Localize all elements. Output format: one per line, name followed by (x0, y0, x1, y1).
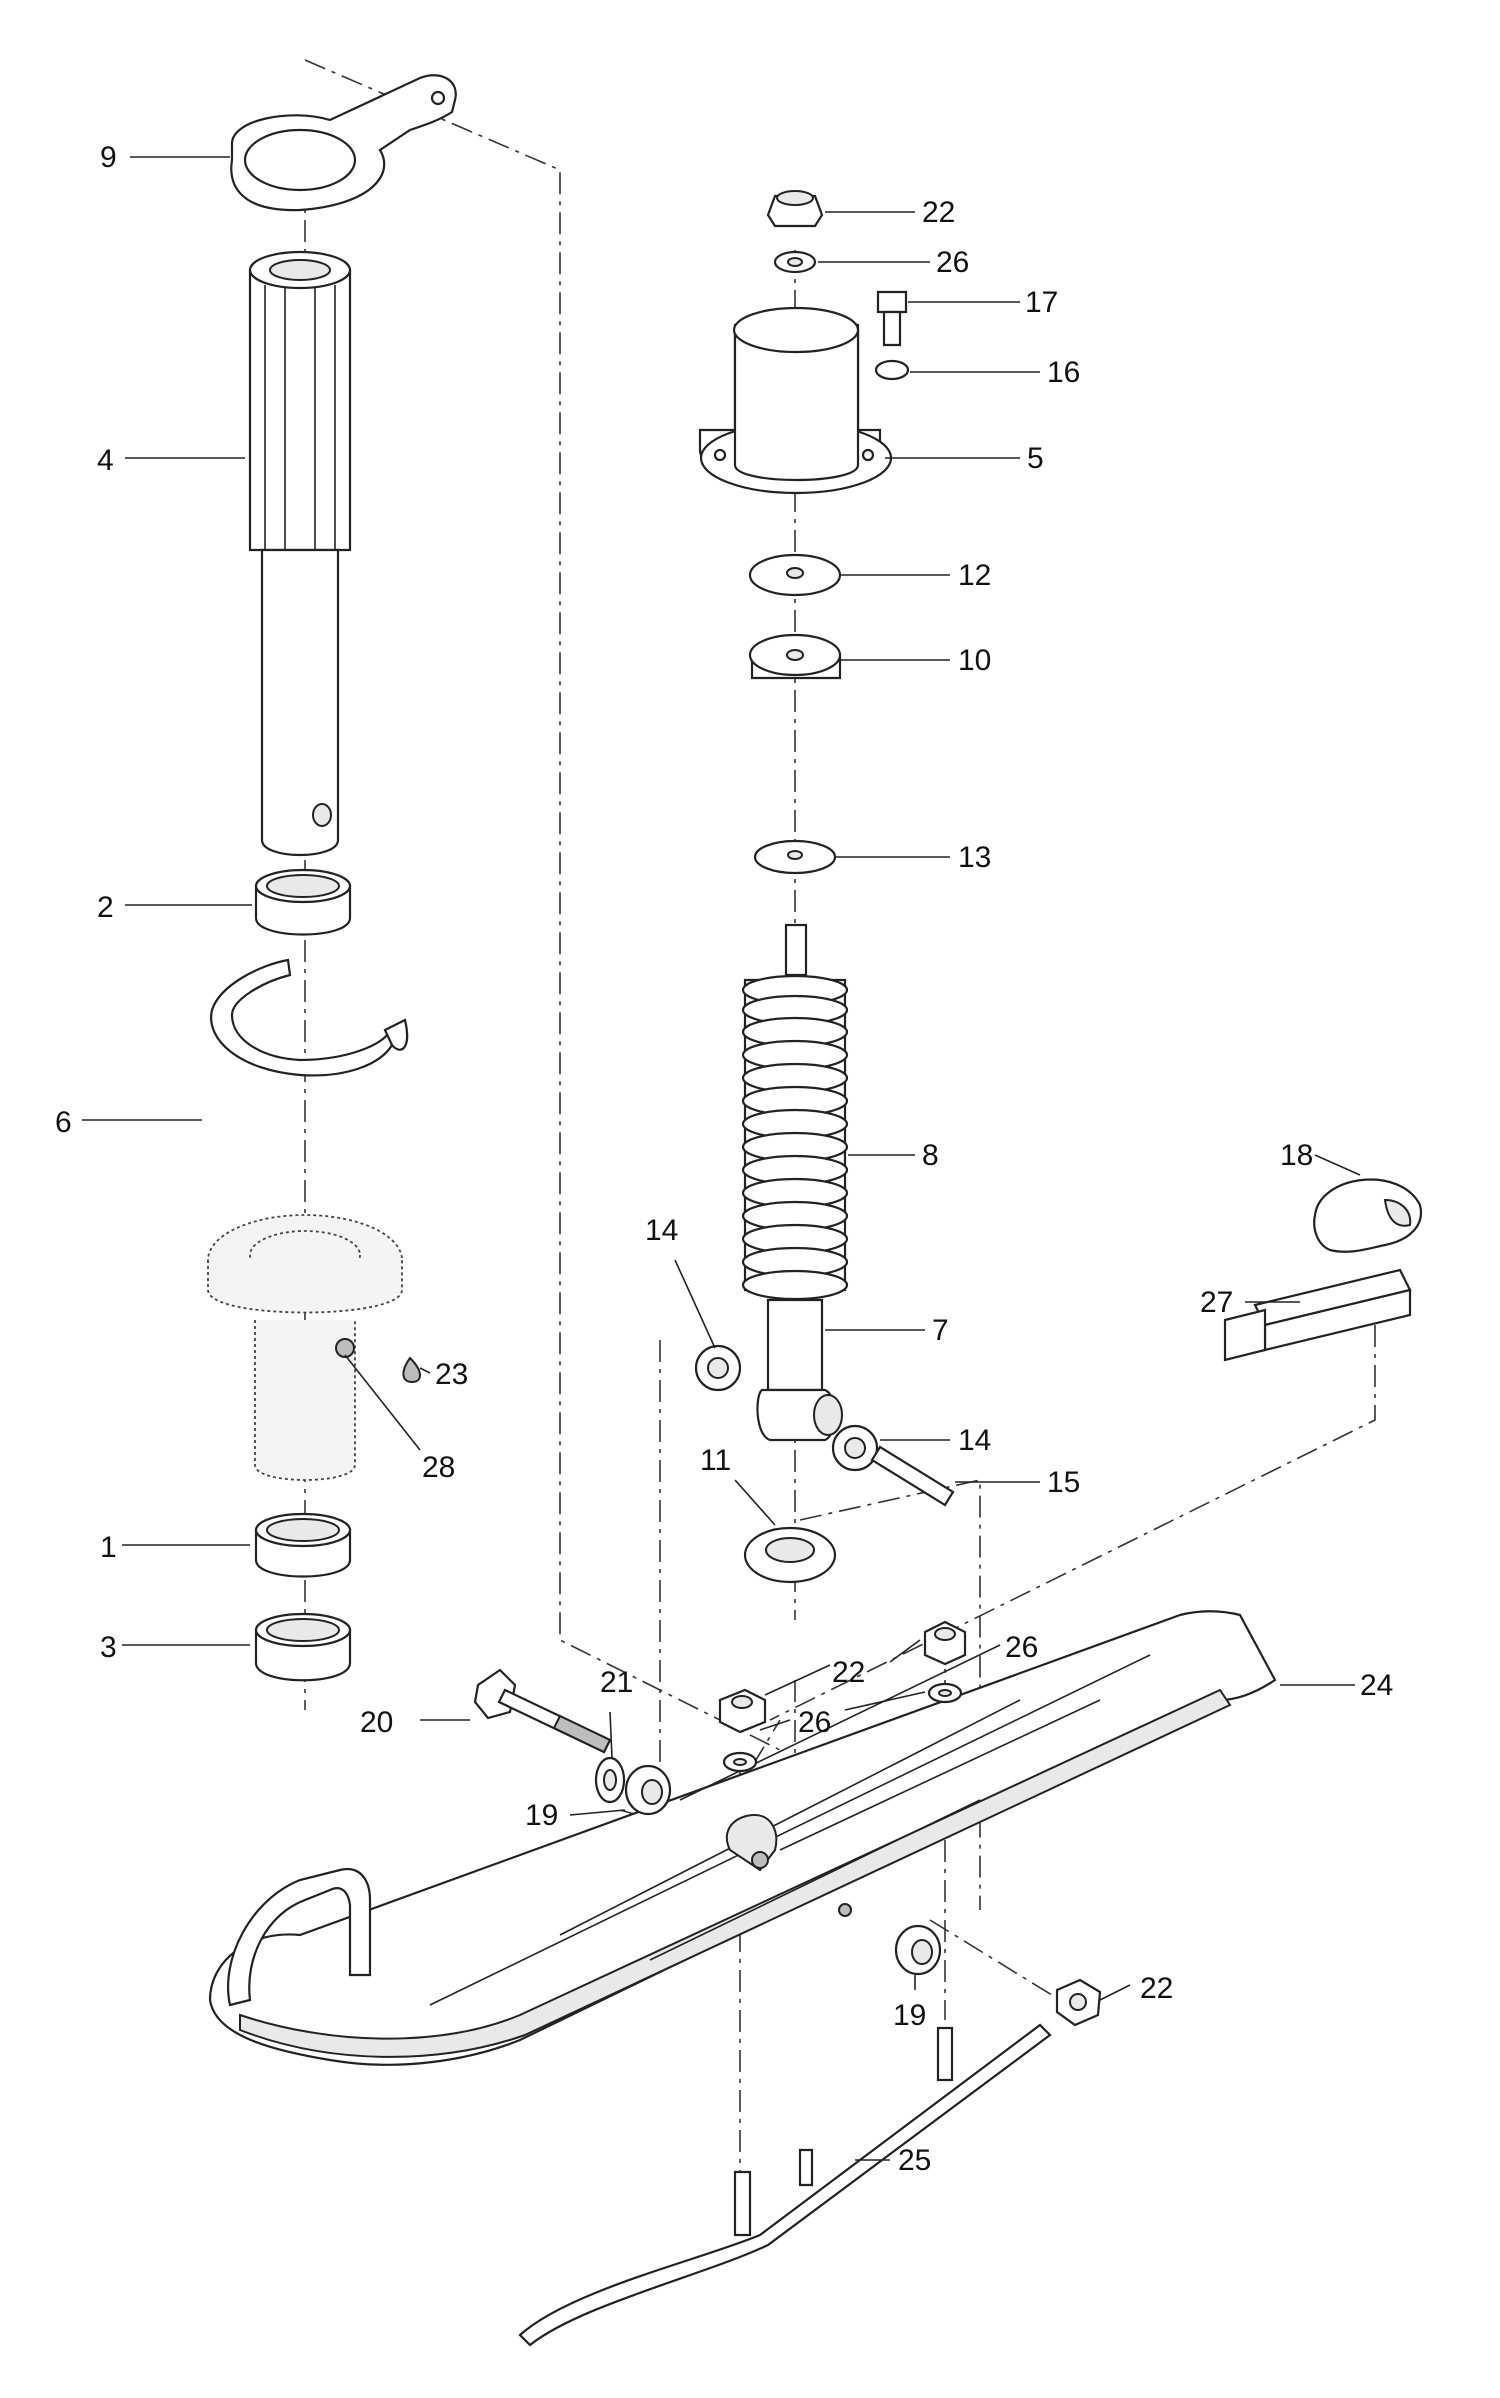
callout-21: 21 (600, 1666, 633, 1699)
part-8-coil-spring-shock (741, 923, 849, 1301)
part-16-lock-washer (874, 359, 910, 381)
callout-26-left: 26 (798, 1706, 831, 1739)
callout-7: 7 (932, 1314, 949, 1347)
callout-28: 28 (422, 1451, 455, 1484)
part-25-wear-runner (518, 2023, 1052, 2347)
part-20-bolt (473, 1668, 612, 1754)
part-11-ring (743, 1526, 837, 1584)
part-22-top-nut (766, 190, 824, 228)
callout-leaders (82, 156, 1361, 2161)
callout-17: 17 (1025, 286, 1058, 319)
callout-8: 8 (922, 1139, 939, 1172)
part-2-bushing (254, 868, 352, 936)
part-26-right-washer (927, 1682, 963, 1704)
callout-14-lower: 14 (958, 1424, 991, 1457)
part-10-cap (748, 633, 842, 680)
callout-14-upper: 14 (645, 1214, 678, 1247)
reference-flange-housing (207, 1214, 403, 1481)
part-12-washer (748, 553, 842, 597)
callout-23: 23 (435, 1358, 468, 1391)
callout-22-top: 22 (922, 196, 955, 229)
part-7-shock-body (756, 1298, 843, 1442)
part-21-washer (594, 1756, 626, 1804)
callout-5: 5 (1027, 442, 1044, 475)
part-22-left-nut (718, 1688, 767, 1734)
callout-labels: 9 4 2 6 1 3 23 28 22 26 17 16 5 12 10 13… (55, 141, 1393, 2177)
callout-19-upper: 19 (525, 1799, 558, 1832)
part-22-runner-nut (1055, 1978, 1102, 2027)
callout-18: 18 (1280, 1139, 1313, 1172)
part-13-washer (753, 839, 837, 875)
callout-1: 1 (100, 1531, 117, 1564)
callout-13: 13 (958, 841, 991, 874)
callout-10: 10 (958, 644, 991, 677)
part-19-lower-bushing (894, 1924, 942, 1976)
callout-22-runner: 22 (1140, 1972, 1173, 2005)
callout-20: 20 (360, 1706, 393, 1739)
part-22-right-nut (923, 1620, 967, 1666)
callout-9: 9 (100, 141, 117, 174)
part-26-top-washer (773, 250, 817, 274)
callout-16: 16 (1047, 356, 1080, 389)
part-1-bushing (254, 1512, 352, 1578)
callout-19-lower: 19 (893, 1999, 926, 2032)
callout-6: 6 (55, 1106, 72, 1139)
part-24-ski (208, 1610, 1277, 2066)
part-18-ski-handle-cap (1313, 1178, 1423, 1253)
callout-4: 4 (97, 444, 114, 477)
part-19-upper-bushing (624, 1764, 672, 1816)
callout-26-right: 26 (1005, 1631, 1038, 1664)
part-4-spline-column (248, 250, 352, 856)
grease-drop-icon (402, 1356, 421, 1384)
callout-25: 25 (898, 2144, 931, 2177)
part-6-circlip (210, 958, 409, 1077)
part-5-shock-cup (698, 306, 893, 495)
callout-2: 2 (97, 891, 114, 924)
part-15-pin (870, 1445, 955, 1507)
callout-11: 11 (700, 1444, 731, 1477)
part-27-ski-bracket (1223, 1268, 1412, 1362)
callout-15: 15 (1047, 1466, 1080, 1499)
part-14-left-bushing (694, 1344, 742, 1392)
callout-24: 24 (1360, 1669, 1393, 1702)
part-3-bushing (254, 1612, 352, 1682)
part-17-bolt (876, 290, 908, 347)
callout-26-top: 26 (936, 246, 969, 279)
callout-27: 27 (1200, 1286, 1233, 1319)
callout-3: 3 (100, 1631, 117, 1664)
part-14-right-bushing (831, 1424, 879, 1472)
callout-22-mid: 22 (832, 1656, 865, 1689)
part-9-spanner-ring (230, 74, 457, 212)
part-26-left-washer (722, 1751, 758, 1773)
callout-12: 12 (958, 559, 991, 592)
